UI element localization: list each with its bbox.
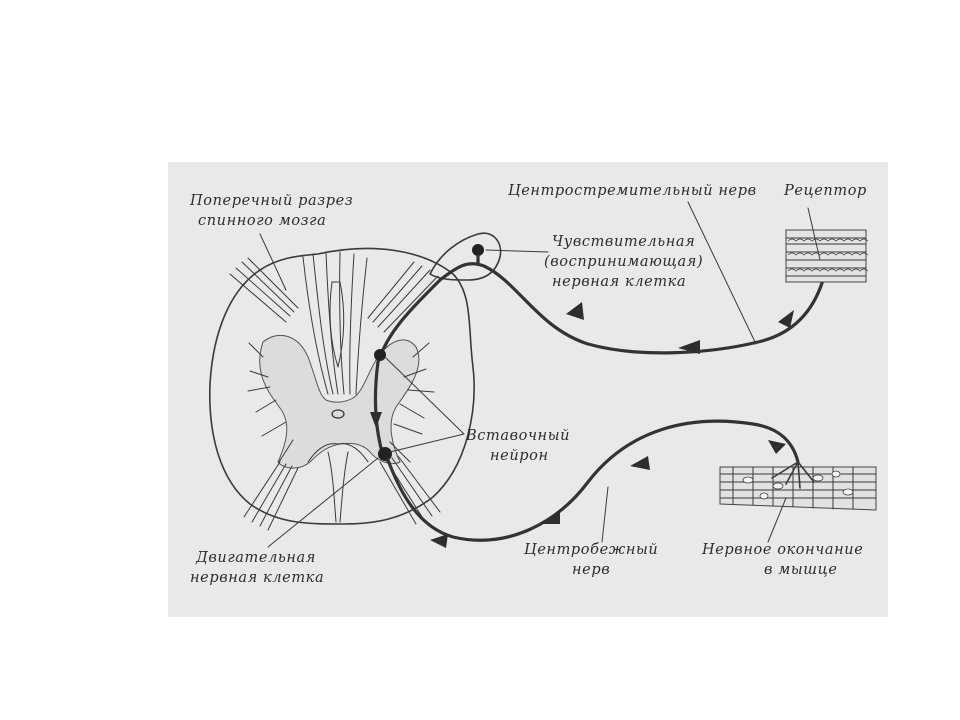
ventral-root-left	[243, 461, 299, 531]
dorsal-root-right	[367, 261, 439, 333]
label-efferent-nerve-1: Центробежный	[524, 542, 658, 558]
label-motor-cell-2: нервная клетка	[190, 570, 324, 586]
sensory-cell-body	[472, 244, 484, 256]
labels: Поперечный разрез спинного мозга Центрос…	[189, 183, 867, 586]
efferent-nerve-path	[386, 419, 800, 542]
label-cross-section-2: спинного мозга	[198, 213, 326, 229]
label-afferent-nerve: Центростремительный нерв	[508, 183, 757, 199]
label-sensory-cell-3: нервная клетка	[552, 274, 686, 290]
label-motor-cell-1: Двигательная	[195, 550, 316, 566]
gray-matter	[259, 334, 420, 469]
dorsal-columns	[302, 251, 368, 395]
label-nerve-ending-2: в мышце	[764, 562, 838, 578]
reflex-arc-diagram: Поперечный разрез спинного мозга Центрос…	[168, 162, 888, 617]
label-sensory-cell-1: Чувствительная	[552, 234, 695, 250]
interneuron-body	[374, 349, 386, 361]
motor-neuron-body	[378, 447, 392, 461]
diagram-canvas: Поперечный разрез спинного мозга Центрос…	[189, 183, 877, 586]
arrow-afferent-3	[566, 302, 584, 320]
receptor	[785, 229, 869, 283]
leader-lines	[259, 201, 821, 548]
label-interneuron-1: Вставочный	[465, 428, 570, 444]
label-receptor: Рецептор	[783, 183, 867, 199]
central-canal	[331, 409, 345, 419]
label-nerve-ending-1: Нервное окончание	[701, 542, 863, 558]
afferent-nerve-path	[376, 262, 825, 364]
label-sensory-cell-2: (воспринимающая)	[544, 254, 703, 270]
muscle-tissue	[719, 461, 877, 511]
arrow-efferent-1	[430, 534, 448, 548]
arrow-efferent-2	[540, 510, 560, 524]
interneuron	[373, 349, 386, 454]
label-efferent-nerve-2: нерв	[572, 562, 610, 578]
label-interneuron-2: нейрон	[490, 448, 549, 464]
arrow-afferent-1	[778, 310, 794, 328]
dorsal-root-left	[229, 257, 299, 323]
arrow-inter	[370, 412, 382, 428]
motor-neuron	[378, 447, 392, 461]
arrow-efferent-3	[630, 456, 650, 470]
label-cross-section-1: Поперечный разрез	[189, 193, 353, 209]
arrow-afferent-2	[678, 340, 700, 354]
arrow-efferent-4	[768, 440, 786, 454]
spinal-cord-outline	[208, 247, 475, 525]
dendrite-tufts	[247, 342, 435, 463]
ventral-fissure	[307, 443, 369, 523]
dorsal-root-ganglion	[429, 232, 502, 281]
nerve-ending	[771, 461, 815, 489]
flow-arrows	[370, 302, 794, 548]
